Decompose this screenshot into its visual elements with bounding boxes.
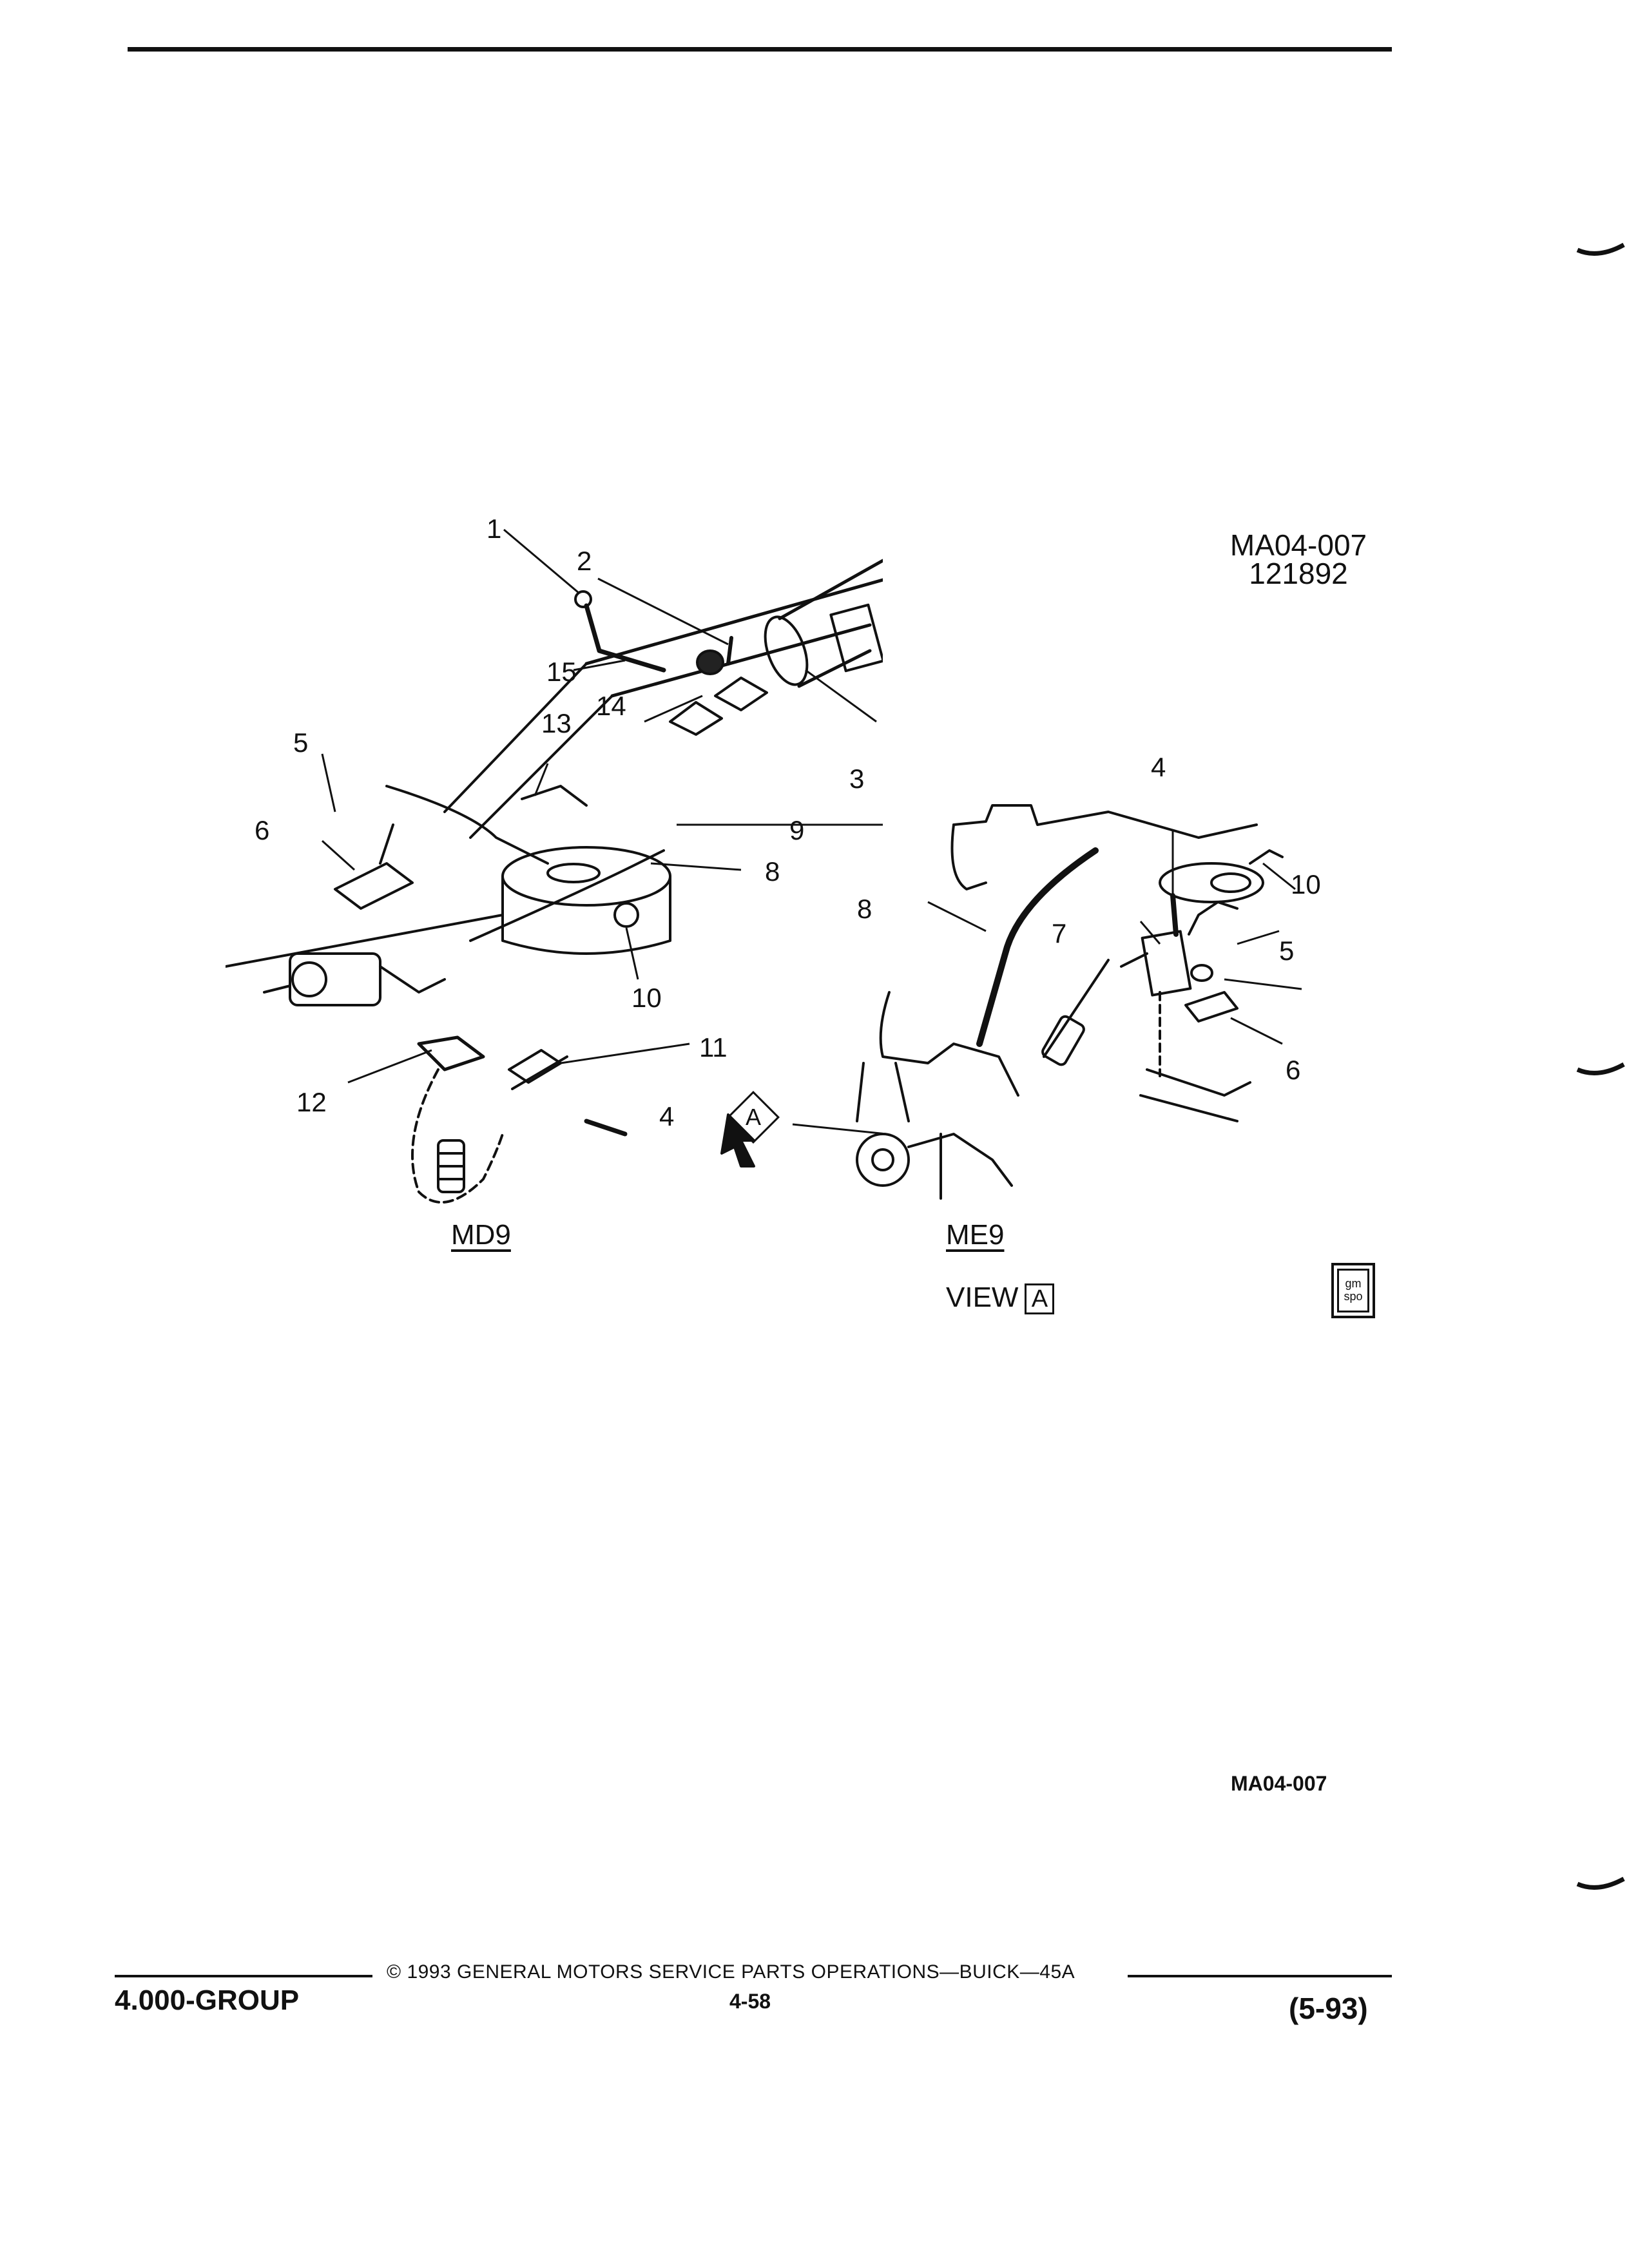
- right-callout-8: 8: [857, 894, 872, 924]
- callout-1: 1: [487, 514, 502, 544]
- logo-text-bottom: spo: [1344, 1290, 1363, 1303]
- callout-15: 15: [546, 657, 577, 687]
- md9-diagram: [226, 528, 883, 1204]
- callout-8: 8: [765, 856, 780, 887]
- callout-13: 13: [541, 708, 572, 738]
- footer-rule-right: [1128, 1975, 1392, 1977]
- callout-12: 12: [296, 1087, 327, 1117]
- me9-diagram: [856, 804, 1302, 1200]
- view-a-label-text: VIEW: [946, 1282, 1019, 1313]
- logo-inner: gm spo: [1337, 1269, 1369, 1312]
- callout-5: 5: [293, 727, 309, 758]
- callout-9: 9: [789, 815, 805, 845]
- callout-6: 6: [255, 815, 270, 845]
- footer-rule-left: [115, 1975, 372, 1977]
- footer-date-code: (5-93): [1289, 1992, 1368, 2025]
- callout-10: 10: [631, 983, 662, 1013]
- me9-caption: ME9: [946, 1219, 1005, 1251]
- figure-code: MA04-007: [1229, 528, 1367, 562]
- gm-spo-logo: gm spo: [1331, 1263, 1375, 1318]
- bottom-figure-code: MA04-007: [1231, 1772, 1327, 1795]
- right-callout-4: 4: [1151, 752, 1166, 782]
- figure-number: 121892: [1249, 557, 1348, 590]
- footer-group: 4.000-GROUP: [115, 1984, 300, 2016]
- view-a-box: A: [1025, 1283, 1055, 1314]
- right-callout-6: 6: [1286, 1055, 1301, 1085]
- callout-14: 14: [596, 691, 626, 721]
- callout-4: 4: [659, 1101, 675, 1131]
- callout-11: 11: [699, 1032, 728, 1062]
- footer-copyright: © 1993 GENERAL MOTORS SERVICE PARTS OPER…: [387, 1961, 1075, 1983]
- logo-text-top: gm: [1345, 1277, 1362, 1290]
- md9-caption: MD9: [451, 1219, 511, 1251]
- right-callout-7: 7: [1052, 918, 1067, 948]
- view-a-marker-text: A: [745, 1104, 762, 1131]
- right-callout-5: 5: [1279, 936, 1295, 966]
- footer-page: 4-58: [729, 1990, 771, 2013]
- margin-marks: [1576, 242, 1625, 1890]
- right-callout-10: 10: [1291, 869, 1321, 899]
- top-rule: [128, 47, 1392, 52]
- callout-3: 3: [849, 764, 865, 794]
- callout-2: 2: [577, 546, 592, 576]
